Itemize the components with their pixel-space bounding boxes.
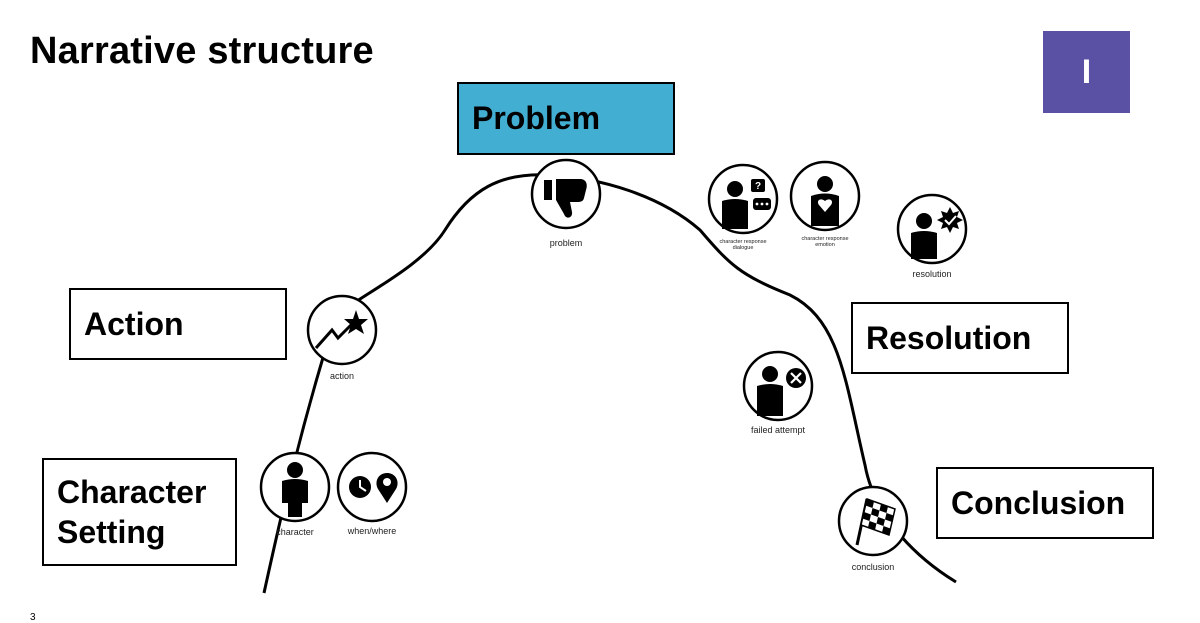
stage-label-setting: Setting: [57, 514, 166, 550]
icon-label-failed-attempt: failed attempt: [751, 425, 806, 435]
character-response-emotion-icon: [789, 160, 861, 232]
stage-label-character: Character: [57, 474, 207, 510]
thumbs-down-icon: [530, 158, 602, 230]
stage-box-resolution: Resolution: [851, 302, 1069, 374]
stage-label-problem: Problem: [472, 100, 601, 136]
stage-box-conclusion: Conclusion: [936, 467, 1154, 539]
when-where-icon: [336, 451, 408, 523]
level-badge: I: [1043, 31, 1130, 113]
icon-label-resolution: resolution: [912, 269, 951, 279]
icon-label-conclusion: conclusion: [852, 562, 895, 572]
stage-box-action: Action: [69, 288, 287, 360]
icon-label-when-where: when/where: [347, 526, 397, 536]
stage-label-resolution: Resolution: [866, 319, 1032, 356]
character-response-dialogue-icon: ?: [707, 163, 779, 235]
stage-label-conclusion: Conclusion: [951, 484, 1126, 521]
icon-label-problem: problem: [550, 238, 583, 248]
page-number: 3: [30, 612, 36, 623]
checkered-flag-icon: [837, 485, 909, 557]
icon-label-action: action: [330, 371, 354, 381]
character-icon: [259, 451, 331, 523]
icon-label-emotion-line2: emotion: [815, 242, 835, 248]
icon-label-character: character: [276, 527, 314, 537]
svg-text:?: ?: [755, 181, 761, 192]
icon-label-emotion-line1: character response: [801, 236, 848, 242]
icon-label-dialogue-line2: dialogue: [733, 245, 754, 251]
icon-label-dialogue-line1: character response: [719, 239, 766, 245]
resolution-icon: [896, 193, 968, 265]
stage-box-character-setting: Character Setting: [42, 458, 237, 566]
slide-title: Narrative structure: [30, 30, 374, 72]
stage-box-problem: Problem: [457, 82, 675, 155]
failed-attempt-icon: [742, 350, 814, 422]
stage-label-action: Action: [84, 305, 184, 342]
action-icon: [306, 294, 378, 366]
